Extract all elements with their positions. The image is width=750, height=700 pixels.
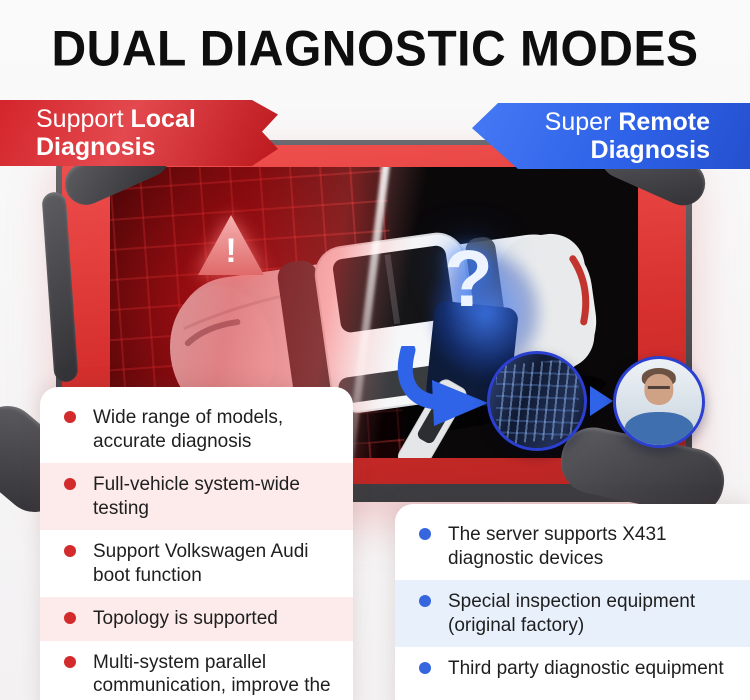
feature-text: Full-vehicle system-wide testing: [93, 474, 300, 519]
page-title: DUAL DIAGNOSTIC MODES: [51, 21, 699, 78]
bullet-dot-icon: [64, 545, 76, 558]
feature-text: Support Volkswagen Audi boot function: [93, 541, 309, 586]
question-mark-icon: ?: [444, 234, 493, 323]
exclamation-mark: !: [225, 232, 237, 270]
banner-right-normal: Super: [544, 108, 612, 136]
bullet-dot-icon: [419, 662, 431, 675]
bullet-dot-icon: [64, 478, 76, 491]
list-item: Special inspection equipment (original f…: [395, 580, 750, 648]
banner-remote-diagnosis: Super Remote Diagnosis: [472, 103, 750, 169]
feature-text: Topology is supported: [93, 608, 278, 630]
remote-feature-card: The server supports X431 diagnostic devi…: [395, 504, 750, 700]
list-item: The server supports X431 diagnostic devi…: [395, 513, 750, 580]
banner-right-line2: Diagnosis: [590, 136, 710, 164]
list-item: Support Volkswagen Audi boot function: [40, 530, 353, 597]
banner-right-bold: Remote: [618, 108, 710, 136]
bullet-dot-icon: [64, 411, 76, 423]
remote-feature-list: The server supports X431 diagnostic devi…: [395, 504, 750, 700]
server-room-photo: [487, 351, 587, 451]
technician-shirt: [624, 412, 694, 445]
list-item: Third party diagnostic equipment: [395, 647, 750, 691]
banner-local-diagnosis: Support Local Diagnosis: [0, 100, 278, 166]
feature-text: Multi-system parallel communication, imp…: [93, 651, 331, 700]
list-item: Topology is supported: [40, 597, 353, 641]
list-item: Wide range of models, accurate diagnosis: [40, 396, 353, 463]
arrow-right-icon: [590, 386, 613, 416]
list-item: Full-vehicle system-wide testing: [40, 463, 353, 531]
banner-left-line2: Diagnosis: [36, 133, 156, 161]
local-feature-list: Wide range of models, accurate diagnosis…: [40, 387, 353, 700]
warning-triangle-icon: !: [198, 215, 264, 275]
feature-text: Third party diagnostic equipment: [448, 658, 724, 680]
bullet-dot-icon: [64, 655, 76, 668]
curved-arrow-icon: [397, 346, 488, 426]
local-feature-card: Wide range of models, accurate diagnosis…: [40, 387, 353, 700]
banner-left-normal: Support: [36, 105, 124, 133]
bullet-dot-icon: [419, 528, 431, 540]
technician-glasses: [647, 385, 671, 391]
bullet-dot-icon: [419, 595, 431, 608]
feature-text: Special inspection equipment (original f…: [448, 591, 696, 636]
feature-text: The server supports X431 diagnostic devi…: [448, 524, 667, 569]
technician-photo: [613, 356, 705, 448]
bullet-dot-icon: [64, 612, 76, 625]
technician-face: [644, 373, 674, 405]
feature-text: Wide range of models, accurate diagnosis: [93, 407, 284, 452]
banner-left-bold: Local: [130, 105, 196, 133]
list-item: Multi-system parallel communication, imp…: [40, 641, 353, 700]
